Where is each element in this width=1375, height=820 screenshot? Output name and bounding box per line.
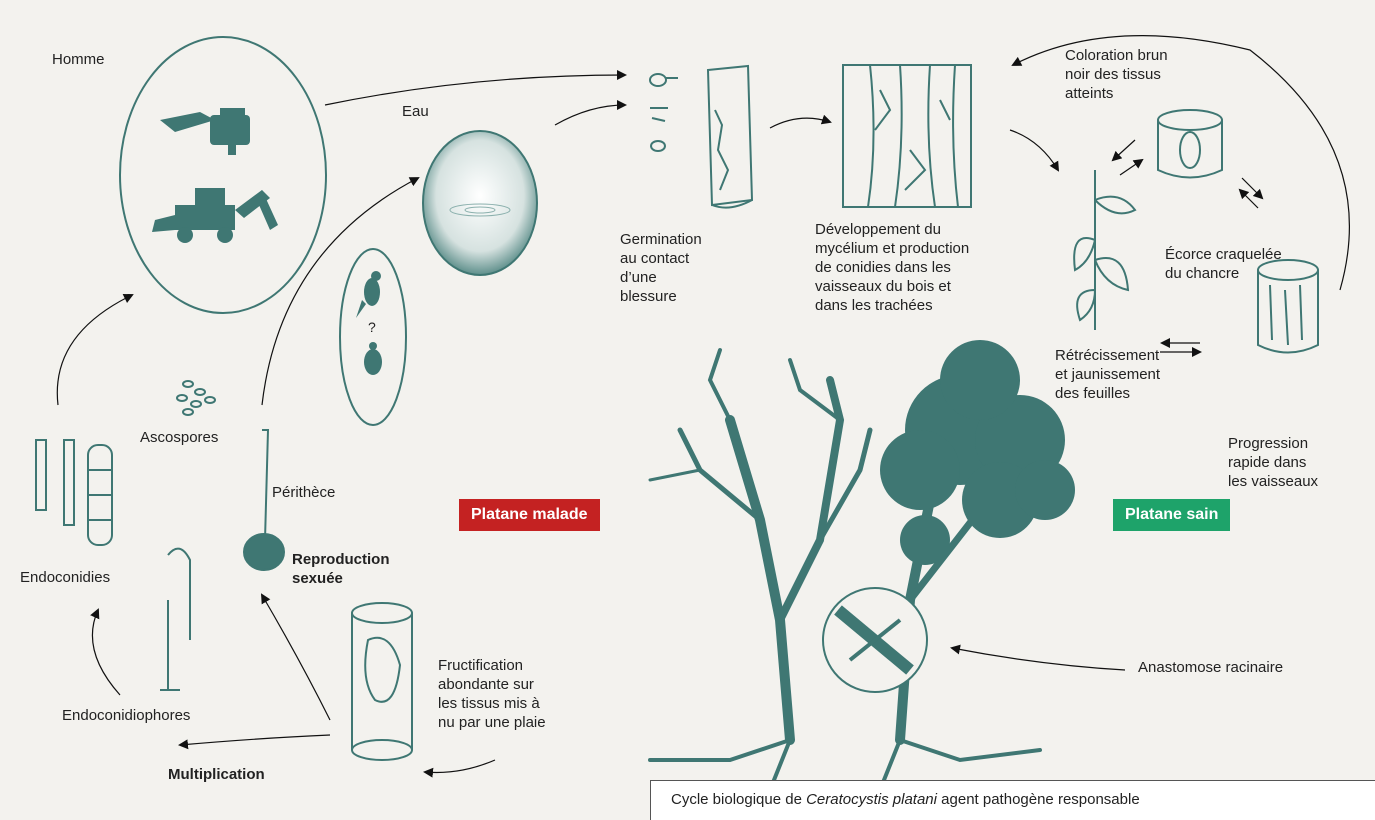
label-homme: Homme — [52, 50, 105, 69]
trunk-section-icon — [1158, 110, 1222, 178]
tag-platane-malade: Platane malade — [459, 499, 600, 531]
label-anastomose: Anastomose racinaire — [1138, 658, 1283, 677]
eau-oval — [423, 131, 537, 275]
wilting-leaves-icon — [1074, 170, 1135, 330]
arrow-wood-to-leaves — [1010, 130, 1058, 170]
arrow-wound-to-wood — [770, 118, 830, 128]
label-question: ? — [368, 318, 376, 337]
label-perithece: Périthèce — [272, 483, 335, 502]
label-endoconidiophores: Endoconidiophores — [62, 706, 190, 725]
label-ascospores: Ascospores — [140, 428, 218, 447]
fruiting-log-icon — [352, 603, 412, 760]
homme-oval — [120, 37, 326, 313]
label-fructification: Fructification abondante sur les tissus … — [438, 656, 546, 732]
arrow-homme-to-wound — [325, 75, 625, 105]
caption-species: Ceratocystis platani — [806, 791, 937, 808]
tag-platane-sain: Platane sain — [1113, 499, 1230, 531]
wounded-branch-icon — [708, 66, 752, 208]
label-germination: Germination au contact d’une blessure — [620, 230, 702, 306]
arrow-leaves-to-section-a — [1120, 160, 1142, 175]
caption-prefix: Cycle biologique de — [671, 791, 806, 808]
wood-section-icon — [843, 65, 971, 207]
label-retrecissement: Rétrécissement et jaunissement des feuil… — [1055, 346, 1160, 403]
arrow-log-to-multiplication — [425, 760, 495, 773]
label-ecorce: Écorce craquelée du chancre — [1165, 245, 1282, 283]
label-endoconidies: Endoconidies — [20, 568, 110, 587]
arrow-multiplication-to-endoconidiophores — [180, 735, 330, 745]
label-multiplication: Multiplication — [168, 765, 265, 784]
label-eau: Eau — [402, 102, 429, 121]
endoconidia-icon — [36, 440, 112, 545]
vector-oval — [340, 249, 406, 425]
arrow-eau-to-wound — [555, 105, 625, 125]
arrow-bark-to-section — [1240, 190, 1258, 208]
label-reproduction: Reproduction sexuée — [292, 550, 390, 588]
caption-suffix: agent pathogène responsable — [937, 791, 1140, 808]
healthy-canopy — [880, 340, 1075, 565]
label-coloration: Coloration brun noir des tissus atteints — [1065, 46, 1168, 103]
arrow-endoconidies-to-homme — [57, 295, 132, 405]
spore-icons — [650, 74, 678, 151]
ascospores-icon — [177, 381, 215, 415]
arrow-endoconidiophores-to-endoconidies — [92, 610, 120, 695]
figure-caption: Cycle biologique de Ceratocystis platani… — [650, 780, 1375, 820]
label-progression: Progression rapide dans les vaisseaux — [1228, 434, 1318, 491]
root-anastomosis-circle — [823, 588, 927, 692]
label-developpement: Développement du mycélium et production … — [815, 220, 969, 315]
endoconidiophore-icon — [160, 549, 190, 690]
arrow-section-to-leaves — [1113, 140, 1135, 160]
arrow-anastomose — [952, 648, 1125, 670]
arrow-log-to-reproduction — [262, 595, 330, 720]
